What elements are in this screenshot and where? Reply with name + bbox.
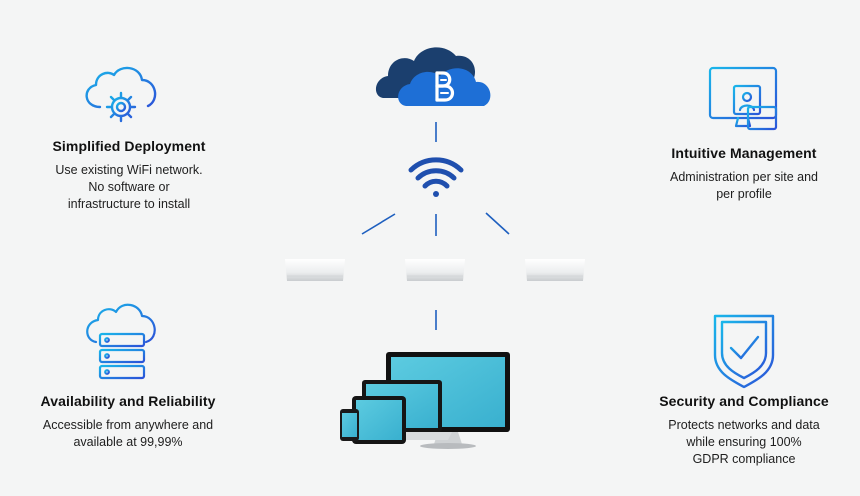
description-line: No software or	[88, 180, 170, 194]
feature-availability: Availability and Reliability Accessible …	[6, 393, 250, 451]
feature-description: Use existing WiFi network. No software o…	[14, 162, 244, 213]
feature-security: Security and Compliance Protects network…	[626, 393, 860, 468]
feature-title: Security and Compliance	[659, 393, 829, 409]
description-line: while ensuring 100%	[686, 435, 802, 449]
description-line: Administration per site and	[670, 170, 818, 184]
management-console-icon	[708, 66, 778, 131]
feature-deployment: Simplified Deployment Use existing WiFi …	[14, 138, 244, 213]
access-point-right	[525, 259, 585, 281]
feature-title: Simplified Deployment	[52, 138, 206, 154]
description-line: GDPR compliance	[692, 452, 796, 466]
description-line: available at 99,99%	[73, 435, 183, 449]
cloud-gear-icon	[85, 66, 157, 123]
feature-description: Protects networks and data while ensurin…	[626, 417, 860, 468]
feature-description: Accessible from anywhere and available a…	[6, 417, 250, 451]
feature-description: Administration per site and per profile	[628, 169, 860, 203]
connector-line-left	[361, 213, 396, 235]
wifi-icon	[408, 157, 464, 197]
description-line: Protects networks and data	[668, 418, 820, 432]
brand-cloud-icon	[375, 47, 491, 106]
feature-management: Intuitive Management Administration per …	[628, 145, 860, 203]
description-line: per profile	[716, 187, 772, 201]
devices-cluster-icon	[340, 352, 510, 449]
description-line: Accessible from anywhere and	[42, 418, 214, 432]
description-line: Use existing WiFi network.	[55, 163, 203, 177]
feature-title: Availability and Reliability	[40, 393, 216, 409]
cloud-server-icon	[86, 303, 156, 380]
shield-check-icon	[713, 314, 775, 389]
description-line: infrastructure to install	[67, 197, 191, 211]
access-point-center	[405, 259, 465, 281]
access-point-left	[285, 259, 345, 281]
feature-title: Intuitive Management	[671, 145, 817, 161]
connector-line-right	[485, 212, 510, 235]
